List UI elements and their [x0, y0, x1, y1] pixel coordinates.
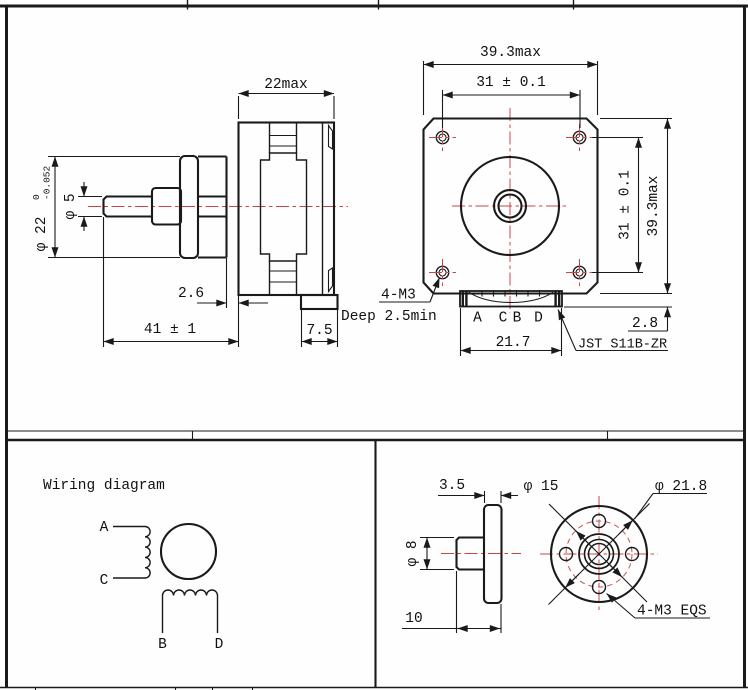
- motor-body: [237, 121, 336, 297]
- pin-label-c: C: [499, 311, 508, 327]
- dim-total-length: 41 ± 1: [144, 322, 196, 338]
- note-connector-model: JST S11B-ZR: [578, 338, 667, 353]
- terminal-b: B: [158, 637, 167, 653]
- dim-body-length: 22max: [264, 77, 308, 93]
- dim-hole-pitch-h: 31 ± 0.1: [476, 75, 546, 91]
- stator-stack: [259, 152, 308, 262]
- connector-front: A C B D: [459, 290, 563, 327]
- shaft: [102, 195, 152, 218]
- dim-pilot-dia-group: φ 22 0 -0.052: [31, 165, 53, 251]
- dim-pilot-tol-upper: 0: [31, 194, 42, 200]
- dim-shaft-dia: φ 5: [63, 193, 79, 219]
- motor-side-view: 22max φ 22 0 -0.052 φ 5 2.6 41 ± 1: [31, 77, 348, 347]
- dim-pilot-dia: φ 22: [34, 217, 50, 252]
- wiring-title: Wiring diagram: [43, 478, 165, 494]
- motor-front-view: A C B D 39.3max 31 ± 0.1 31 ± 0.1 39.3ma…: [341, 45, 672, 356]
- rotor-circle: [159, 522, 218, 581]
- pilot-boss: [178, 154, 200, 260]
- dim-outer-dia: φ 21.8: [655, 479, 707, 495]
- dim-pilot-depth: 2.6: [178, 286, 204, 302]
- shaft-ring: [492, 188, 528, 224]
- rear-slot-top: [327, 123, 334, 150]
- flange-disc-side: [482, 503, 503, 605]
- dim-connector-height: 2.8: [632, 316, 658, 332]
- dim-connector-depth: 7.5: [306, 323, 332, 339]
- bolt-circle: [565, 520, 633, 588]
- dim-hub-length: 10: [405, 611, 422, 627]
- bore-ring: [583, 538, 615, 570]
- bore-circle: [587, 542, 611, 566]
- wiring-diagram: Wiring diagram A C B D: [43, 478, 223, 653]
- hub-views: 3.5 φ 8 10 φ 15 φ 21.: [402, 478, 710, 633]
- shaft-bore: [497, 193, 523, 219]
- terminal-c: C: [100, 573, 109, 589]
- pin-label-b: B: [513, 311, 522, 327]
- faceplate: [422, 117, 599, 295]
- note-mount-thread: 4-M3: [381, 288, 416, 304]
- pin-label-a: A: [473, 311, 482, 327]
- dim-hole-pitch-v: 31 ± 0.1: [618, 170, 634, 240]
- dim-bore-dia: φ 8: [405, 540, 421, 566]
- note-thread-depth: Deep 2.5min: [341, 309, 437, 325]
- pilot-circle: [459, 155, 561, 257]
- hub-side: [455, 536, 484, 571]
- coil-bd: [161, 589, 219, 633]
- pin-label-d: D: [534, 311, 543, 327]
- dim-width: 39.3max: [480, 45, 541, 61]
- dim-bolt-circle-dia: φ 15: [524, 479, 559, 495]
- mounting-holes: [429, 124, 593, 286]
- note-flange-holes: 4-M3 EQS: [637, 604, 707, 620]
- connector-housing-side: [299, 293, 339, 311]
- dim-disc-thickness: 3.5: [439, 478, 465, 494]
- dim-connector-width: 21.7: [496, 335, 531, 351]
- terminal-a: A: [100, 520, 109, 536]
- dim-height: 39.3max: [646, 175, 662, 236]
- dim-pilot-tol-lower: -0.052: [42, 165, 53, 200]
- hub-circle: [578, 533, 620, 575]
- rear-slot-bottom: [327, 267, 334, 294]
- flange-outer-circle: [549, 504, 649, 604]
- coil-ac: [144, 525, 151, 579]
- terminal-d: D: [215, 637, 224, 653]
